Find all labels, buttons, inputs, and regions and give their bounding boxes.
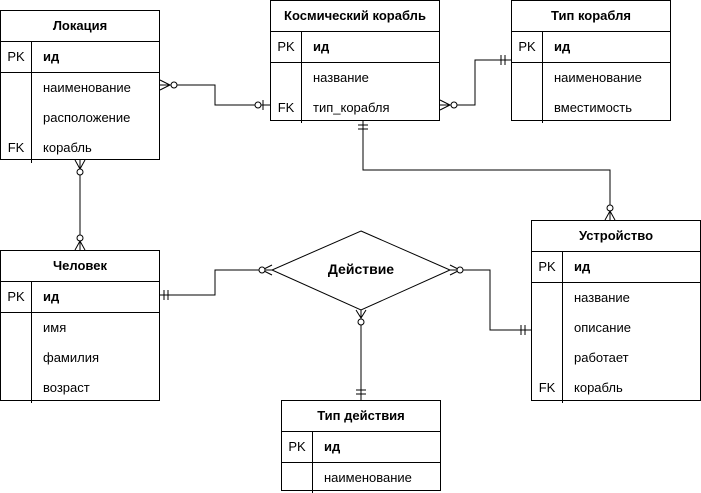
key-label: PK: [518, 39, 536, 54]
marker-location-many: [159, 79, 172, 91]
field-label: фамилия: [43, 350, 100, 365]
field-label: ид: [43, 49, 60, 64]
fields-section: наименование вместимость: [512, 63, 670, 123]
field-label: ид: [324, 439, 341, 454]
pk-row: PK ид: [1, 42, 159, 72]
marker-device-many: [604, 209, 616, 221]
field-label: ид: [554, 39, 571, 54]
field-row: название: [271, 63, 439, 93]
pk-row: PK ид: [271, 32, 439, 62]
entity-title: Человек: [1, 251, 159, 282]
field-row: наименование: [1, 73, 159, 103]
fields-section: наименование расположение FK корабль: [1, 73, 159, 163]
entity-title: Космический корабль: [271, 1, 439, 32]
key-label: PK: [538, 259, 556, 274]
field-row: название: [532, 283, 700, 313]
pk-row: PK ид: [532, 252, 700, 282]
edge-spaceship-shiptype: [440, 59, 511, 106]
field-label: корабль: [43, 140, 92, 155]
pk-section: PK ид: [271, 32, 439, 63]
key-label: PK: [288, 439, 306, 454]
field-label: возраст: [43, 380, 90, 395]
field-row: наименование: [512, 63, 670, 93]
field-row: описание: [532, 313, 700, 343]
edge-action-device: [450, 269, 531, 331]
pk-section: PK ид: [282, 432, 440, 463]
fields-section: название описание работает FK корабль: [532, 283, 700, 403]
entity-device[interactable]: Устройство PK ид название описание работ…: [531, 220, 701, 403]
key-label: FK: [538, 380, 556, 395]
field-row: FK корабль: [1, 133, 159, 163]
edge-location-spaceship: [160, 84, 270, 106]
field-label: наименование: [554, 70, 642, 85]
pk-section: PK ид: [512, 32, 670, 63]
field-label: имя: [43, 320, 67, 335]
marker-location-zero: [170, 81, 178, 89]
field-row: работает: [532, 343, 700, 373]
marker-action-bottom-zero: [357, 318, 365, 326]
field-label: расположение: [43, 110, 131, 125]
entity-title: Тип действия: [282, 401, 440, 432]
key-label: PK: [7, 289, 25, 304]
entity-title: Тип корабля: [512, 1, 670, 32]
field-label: описание: [574, 320, 631, 335]
field-label: ид: [43, 289, 60, 304]
relationship-diamond: [270, 230, 452, 311]
key-label: FK: [7, 140, 25, 155]
field-label: ид: [313, 39, 330, 54]
field-row: FK корабль: [532, 373, 700, 403]
field-label: тип_корабля: [313, 100, 390, 115]
edge-spaceship-device: [362, 120, 611, 220]
marker-spaceship-zero: [254, 101, 262, 109]
entity-ship-type[interactable]: Тип корабля PK ид наименование вместимос…: [511, 0, 671, 123]
pk-row: PK ид: [1, 282, 159, 312]
field-row: вместимость: [512, 93, 670, 123]
entity-title: Локация: [1, 11, 159, 42]
field-label: работает: [574, 350, 629, 365]
marker-spaceship-many: [439, 99, 452, 111]
entity-title: Устройство: [532, 221, 700, 252]
fields-section: наименование: [282, 463, 440, 493]
field-label: название: [574, 290, 630, 305]
field-label: наименование: [43, 80, 131, 95]
field-row: расположение: [1, 103, 159, 133]
field-label: наименование: [324, 470, 412, 485]
edge-action-person: [160, 269, 272, 296]
entity-location[interactable]: Локация PK ид наименование расположение …: [0, 10, 160, 163]
field-label: ид: [574, 259, 591, 274]
field-label: вместимость: [554, 100, 633, 115]
marker-action-left-zero: [258, 266, 266, 274]
entity-person[interactable]: Человек PK ид имя фамилия возраст: [0, 250, 160, 403]
pk-section: PK ид: [1, 42, 159, 73]
field-row: возраст: [1, 373, 159, 403]
entity-spaceship[interactable]: Космический корабль PK ид название FK ти…: [270, 0, 440, 123]
marker-location-bottom-zero: [76, 168, 84, 176]
marker-action-right-zero: [456, 266, 464, 274]
fields-section: имя фамилия возраст: [1, 313, 159, 403]
field-label: корабль: [574, 380, 623, 395]
field-row: фамилия: [1, 343, 159, 373]
pk-row: PK ид: [282, 432, 440, 462]
field-row: наименование: [282, 463, 440, 493]
field-row: FK тип_корабля: [271, 93, 439, 123]
entity-action-type[interactable]: Тип действия PK ид наименование: [281, 400, 441, 493]
key-label: PK: [7, 49, 25, 64]
marker-action-bottom-many: [355, 309, 367, 319]
pk-section: PK ид: [1, 282, 159, 313]
field-row: имя: [1, 313, 159, 343]
pk-section: PK ид: [532, 252, 700, 283]
pk-row: PK ид: [512, 32, 670, 62]
key-label: PK: [277, 39, 295, 54]
key-label: FK: [277, 100, 295, 115]
marker-person-many: [74, 239, 86, 251]
field-label: название: [313, 70, 369, 85]
relationship-label: Действие: [327, 261, 395, 277]
fields-section: название FK тип_корабля: [271, 63, 439, 123]
marker-spaceship-fk-zero: [450, 101, 458, 109]
